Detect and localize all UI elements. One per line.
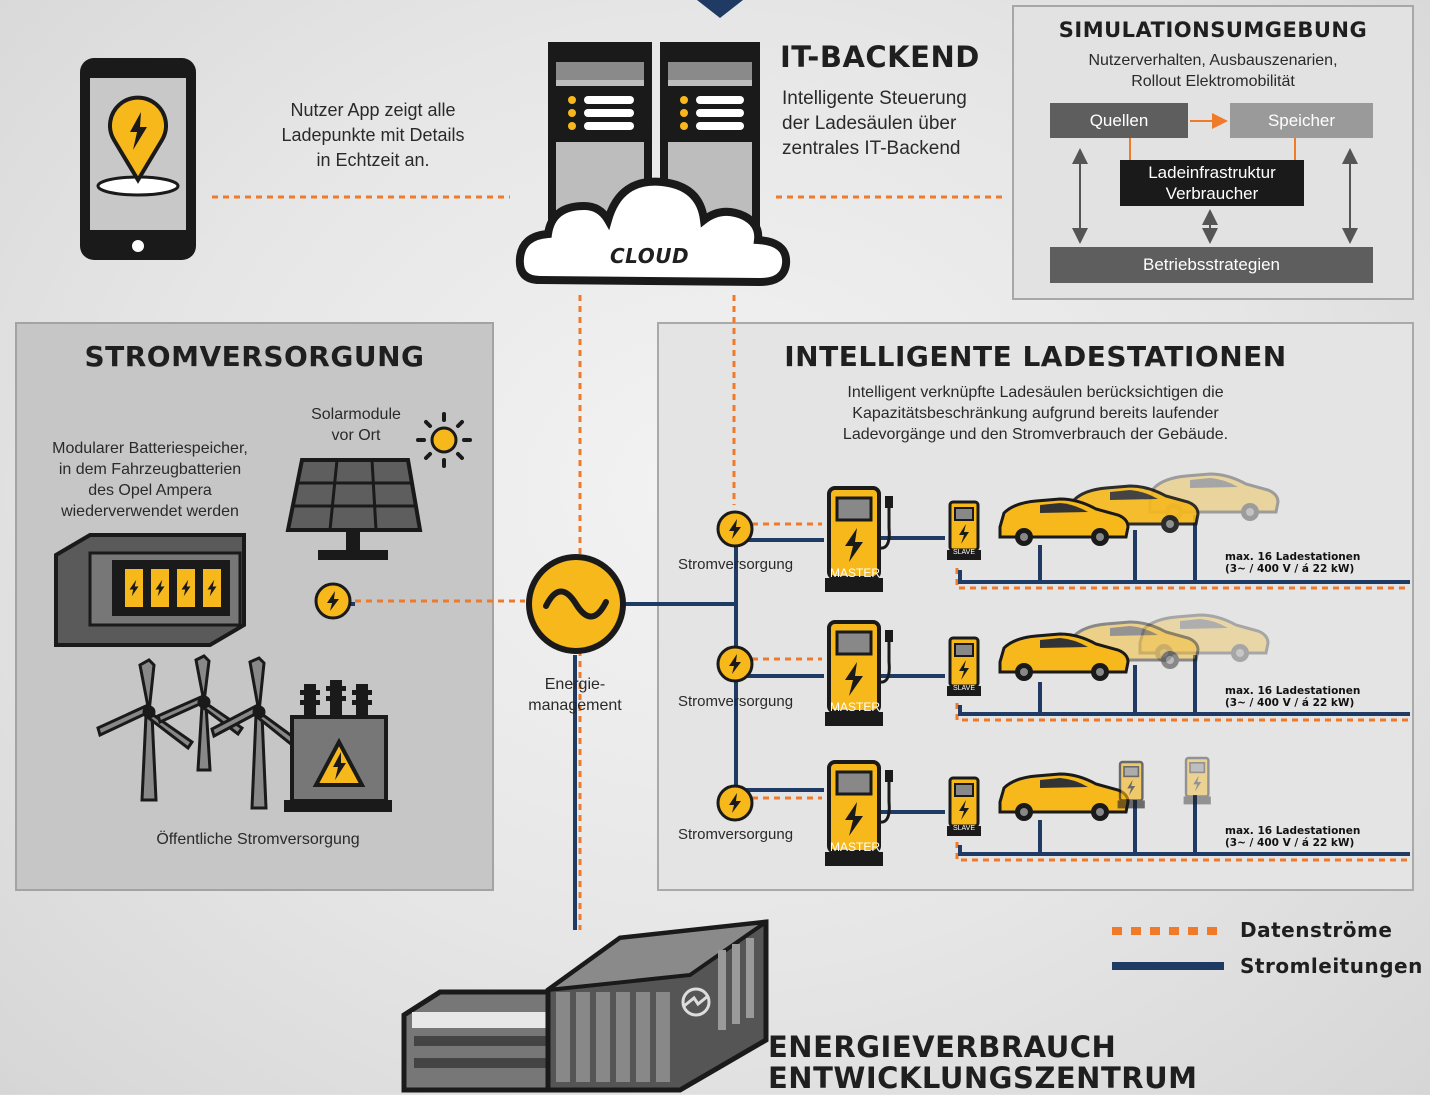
sim-box-speicher: Speicher bbox=[1230, 103, 1373, 138]
row3-slave-label: SLAVE bbox=[952, 825, 976, 832]
transformer-icon bbox=[284, 680, 392, 812]
sim-box-betriebsstrategien: Betriebsstrategien bbox=[1050, 247, 1373, 283]
row2-master-label: MASTER bbox=[829, 700, 880, 714]
row2-slave-label: SLAVE bbox=[952, 685, 976, 692]
simulation-title: SIMULATIONSUMGEBUNG bbox=[1058, 18, 1368, 42]
row2-supply-label: Stromversorgung bbox=[678, 693, 794, 710]
ladestationen-description: Intelligent verknüpfte Ladesäulen berück… bbox=[842, 384, 1229, 443]
sim-box-quellen: Quellen bbox=[1050, 103, 1188, 138]
ladestationen-title: INTELLIGENTE LADESTATIONEN bbox=[784, 340, 1287, 373]
building-title: ENERGIEVERBRAUCH ENTWICKLUNGSZENTRUM bbox=[768, 1030, 1198, 1095]
row1-slave-label: SLAVE bbox=[952, 549, 976, 556]
row1-max-label: max. 16 Ladestationen (3~ / 400 V / á 22… bbox=[1225, 551, 1361, 575]
battery-storage-icon bbox=[54, 533, 246, 647]
row3-master-label: MASTER bbox=[829, 840, 880, 854]
solar-text: Solarmodule vor Ort bbox=[311, 406, 401, 444]
backend-title: IT-BACKEND bbox=[780, 40, 980, 74]
row1-supply-label: Stromversorgung bbox=[678, 556, 794, 573]
row1-master-label: MASTER bbox=[829, 566, 880, 580]
sun-icon bbox=[416, 412, 472, 468]
smartphone-icon bbox=[80, 58, 196, 260]
legend-data-label: Datenströme bbox=[1240, 918, 1393, 942]
solar-panel-icon bbox=[285, 458, 423, 560]
battery-text: Modularer Batteriespeicher, in dem Fahrz… bbox=[52, 440, 248, 520]
grid-text: Öffentliche Stromversorgung bbox=[156, 831, 360, 848]
data-stream-lines bbox=[212, 195, 1410, 930]
cloud-icon bbox=[515, 177, 791, 287]
legend bbox=[1112, 927, 1224, 970]
top-pointer bbox=[697, 0, 743, 18]
row3-max-label: max. 16 Ladestationen (3~ / 400 V / á 22… bbox=[1225, 825, 1361, 849]
legend-power-label: Stromleitungen bbox=[1240, 954, 1423, 978]
cloud-label: CLOUD bbox=[610, 244, 690, 268]
building-icon bbox=[401, 919, 769, 1093]
phone-caption: Nutzer App zeigt alle Ladepunkte mit Det… bbox=[281, 100, 465, 170]
sim-box-ladeinfrastruktur: Ladeinfrastruktur Verbraucher bbox=[1120, 160, 1304, 206]
solar-supply-icon bbox=[314, 582, 352, 620]
row3-supply-label: Stromversorgung bbox=[678, 826, 794, 843]
row2-max-label: max. 16 Ladestationen (3~ / 400 V / á 22… bbox=[1225, 685, 1361, 709]
backend-description: Intelligente Steuerung der Ladesäulen üb… bbox=[782, 88, 967, 159]
energy-management-icon bbox=[526, 554, 626, 654]
energiemanagement-label: Energie- management bbox=[528, 676, 622, 714]
simulation-subtitle: Nutzerverhalten, Ausbauszenarien, Rollou… bbox=[1088, 52, 1338, 90]
stromversorgung-title: STROMVERSORGUNG bbox=[84, 340, 425, 373]
